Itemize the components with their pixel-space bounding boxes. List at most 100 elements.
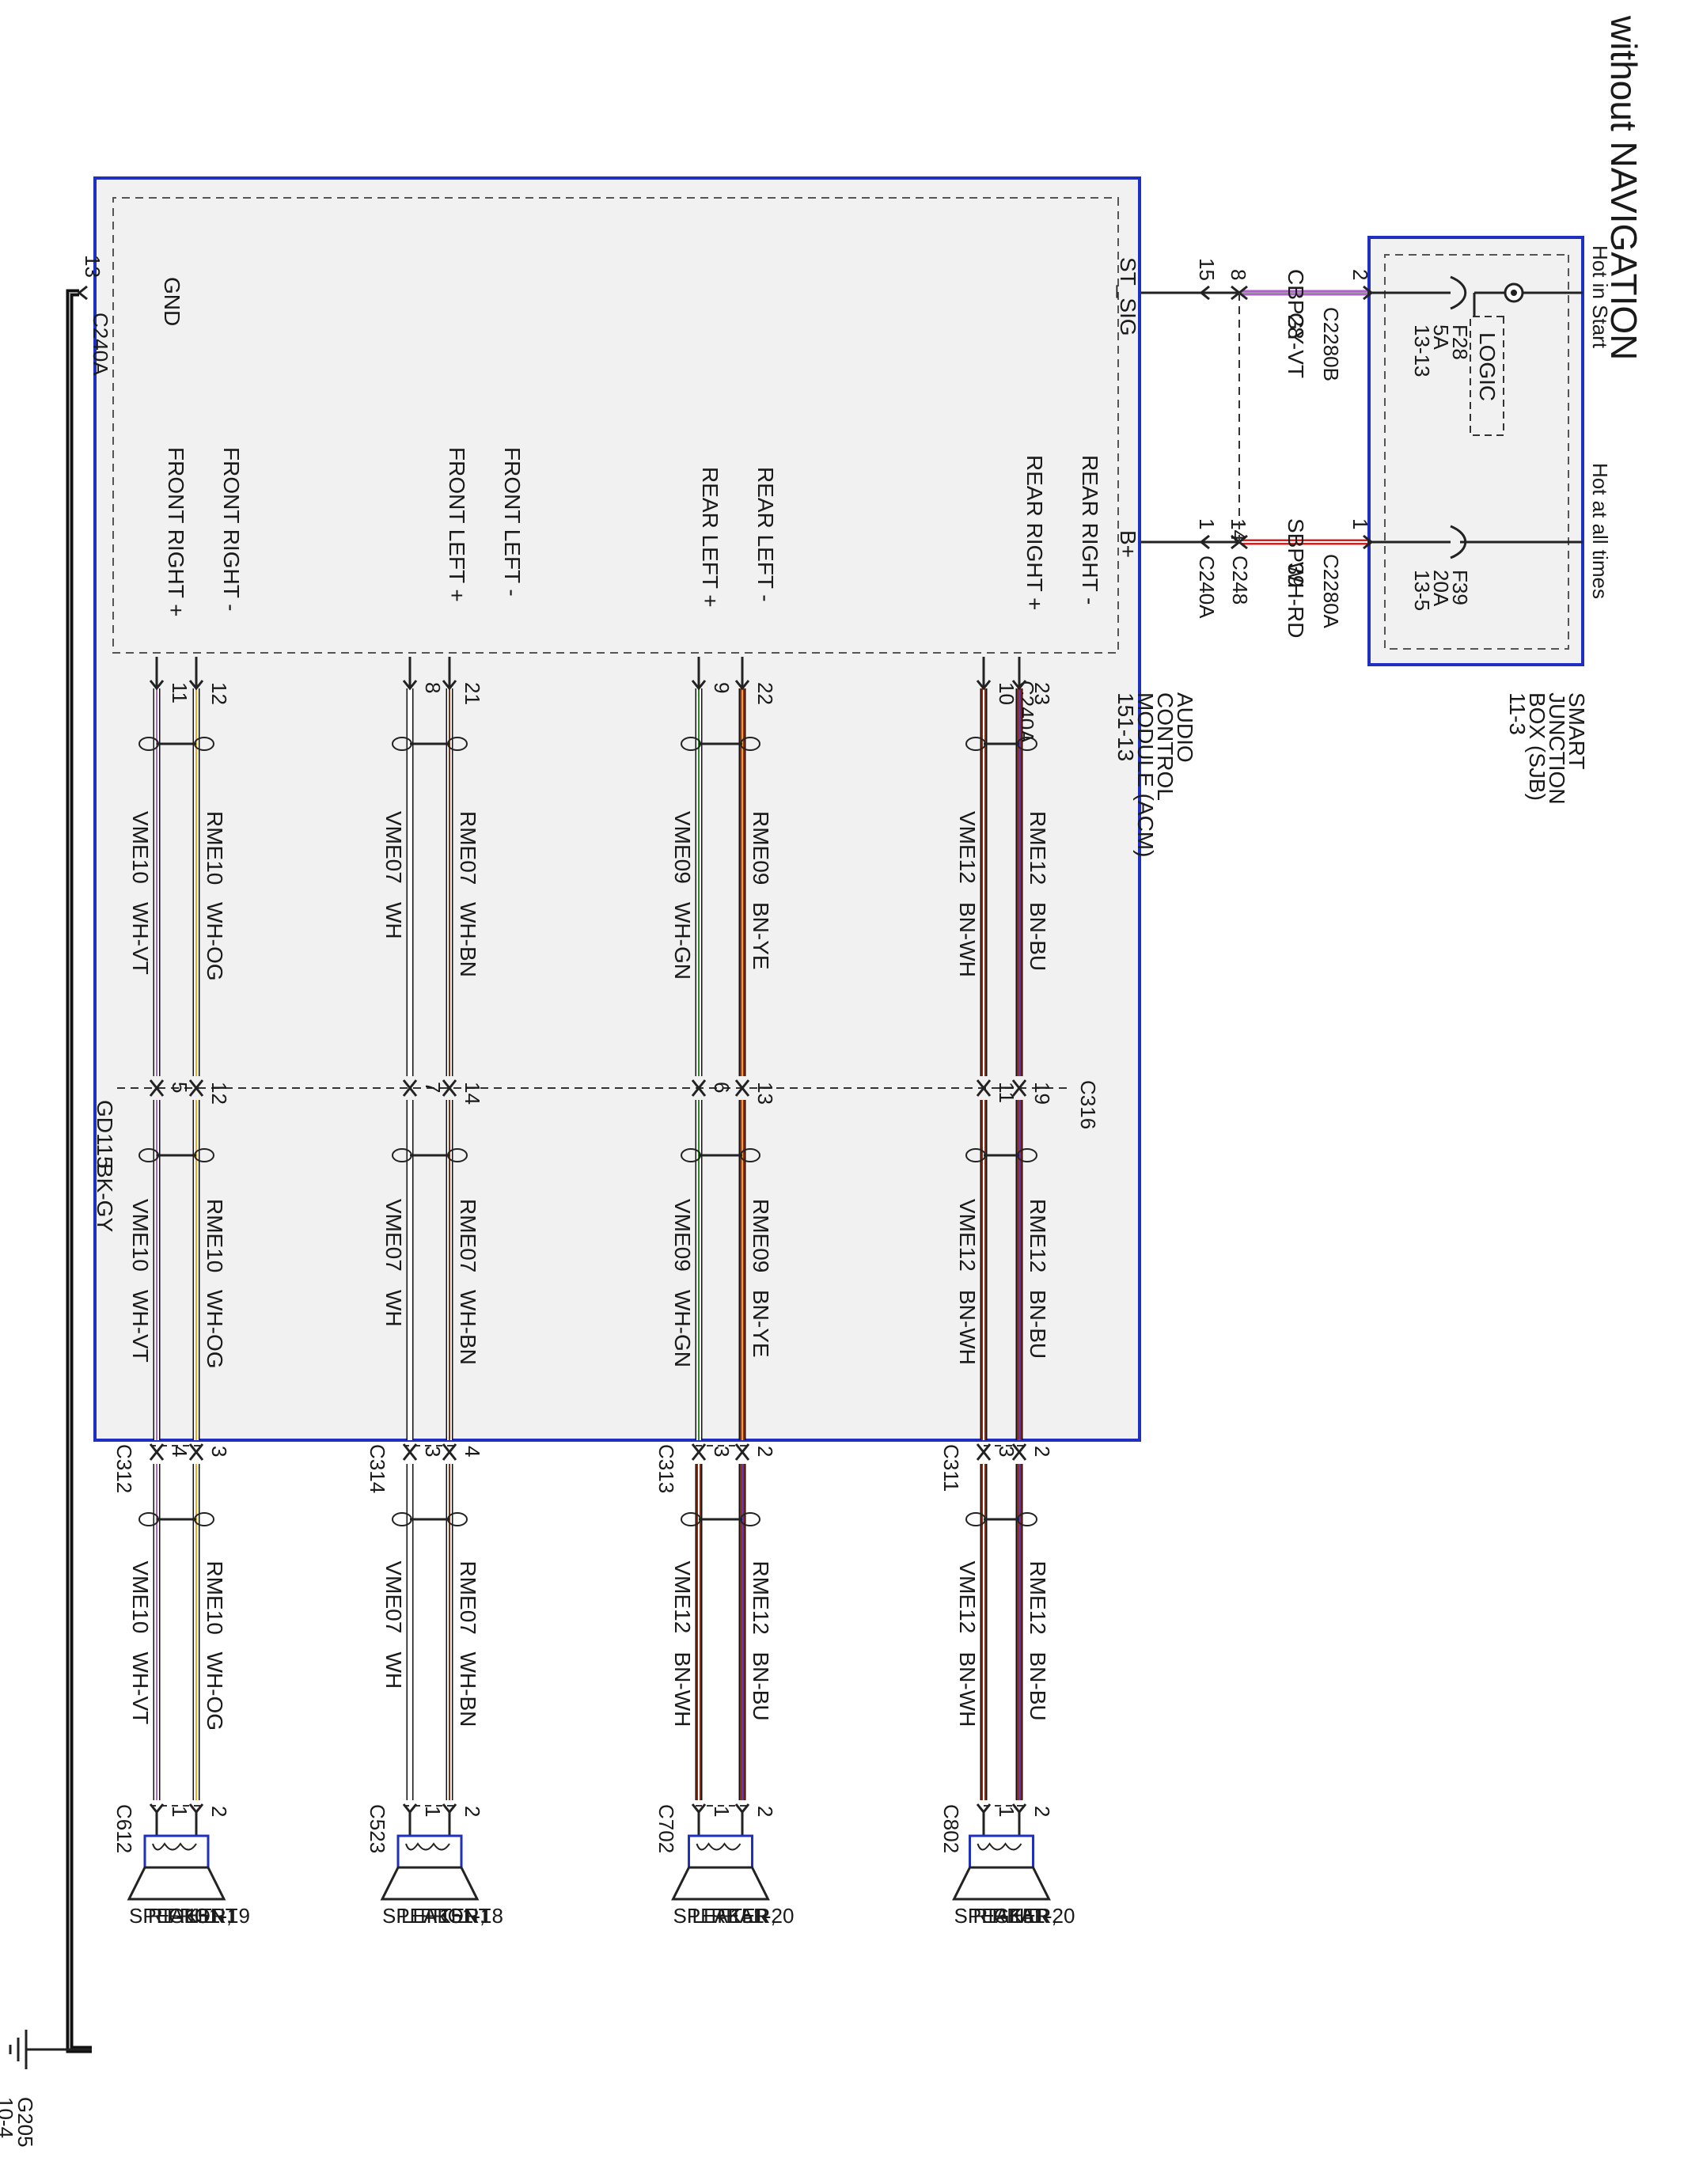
- wire-circuit-label: VME12: [955, 811, 980, 884]
- wire-color-label: WH-OG: [203, 1652, 227, 1731]
- mid-connector-pin-icon: [149, 1450, 165, 1461]
- wire-circuit-label: VME09: [670, 811, 695, 884]
- acm-pin-label: FRONT LEFT +: [445, 447, 469, 602]
- speaker-cone-icon: [671, 1866, 770, 1901]
- wire-circuit-label: RME12: [1026, 811, 1050, 885]
- wire-circuit-label: VME10: [128, 1199, 153, 1272]
- c240a-pin-number: 11: [168, 682, 192, 703]
- speaker-pin-number: 2: [207, 1806, 231, 1817]
- speaker-pin-icon: [1011, 1803, 1027, 1814]
- speaker-group: RME09BN-YERME09BN-YERME12BN-BU221322VME0…: [654, 657, 794, 1928]
- speaker-name-line: FRONT: [420, 1904, 491, 1928]
- mid-connector-pin-number: 3: [995, 1446, 1018, 1457]
- speaker-pin-icon: [402, 1803, 418, 1814]
- wire-color-label: BN-WH: [955, 902, 980, 977]
- acm-pin13-icon: [77, 285, 88, 301]
- speaker-connector-label: C612: [112, 1804, 136, 1853]
- gnd-pin: 13: [81, 255, 104, 278]
- speaker-circuits: C316RME12BN-BURME12BN-BURME12BN-BU231922…: [112, 657, 1100, 1928]
- acm-pin-label: FRONT LEFT -: [500, 447, 525, 597]
- c316-pin-number: 14: [461, 1082, 484, 1105]
- speaker-pin-icon: [188, 1803, 204, 1814]
- wire-circuit-label: RME12: [749, 1561, 773, 1635]
- speaker-pin-number: 1: [995, 1806, 1018, 1817]
- speaker-group: RME10WH-OGRME10WH-OGRME10WH-OG121232VME1…: [112, 657, 250, 1928]
- speaker-pin-icon: [149, 1803, 165, 1814]
- c316-pin-number: 19: [1030, 1082, 1054, 1105]
- speaker-connector-label: C702: [654, 1804, 678, 1853]
- sjb-hot-start-label: Hot in Start: [1588, 245, 1612, 349]
- wire-color-label: WH: [381, 1290, 406, 1327]
- logic-box: [1470, 316, 1504, 436]
- c240a-pin-icon: [442, 680, 457, 691]
- mid-connector-pin-number: 4: [168, 1446, 192, 1457]
- speaker-pin-icon: [976, 1803, 992, 1814]
- speaker-coil-icon: [977, 1842, 1022, 1851]
- st-circuit: CBP28: [1284, 269, 1308, 339]
- acm-pin-label: REAR RIGHT -: [1078, 455, 1102, 605]
- hot-in-start-contact-dot: [1511, 290, 1517, 296]
- mid-connector-label: C314: [366, 1444, 389, 1493]
- speaker-pin-number: 2: [753, 1806, 777, 1817]
- wire-color-label: BN-WH: [670, 1652, 695, 1727]
- wire-circuit-label: RME07: [456, 811, 480, 885]
- mid-connector-pin-number: 2: [753, 1446, 777, 1457]
- bplus-circuit: 1 C2280A SBP39 WH-RD 14 1 C248 C240A: [1140, 518, 1451, 638]
- wire-color-label: WH: [381, 1652, 406, 1689]
- speaker-pin-number: 1: [710, 1806, 734, 1817]
- c316-pin-icon: [442, 1086, 457, 1097]
- wire-circuit-label: VME07: [381, 811, 406, 884]
- c240a-pin-icon: [402, 680, 418, 691]
- ground-color-label: BK-GY: [93, 1163, 117, 1232]
- st-color: GY-VT: [1284, 313, 1308, 378]
- fuse-f28-label-line: 5A: [1429, 324, 1453, 350]
- c316-pin-icon: [691, 1086, 707, 1097]
- mid-connector-pin-icon: [188, 1450, 204, 1461]
- mid-connector-pin-number: 3: [421, 1446, 445, 1457]
- fuse-f28-icon: [1450, 275, 1467, 310]
- speaker-connector-label: C523: [366, 1804, 389, 1853]
- speaker-coil-icon: [696, 1842, 741, 1851]
- c316-pin-icon: [188, 1086, 204, 1097]
- speaker-name-line: RIGHT: [973, 1904, 1037, 1928]
- wire-circuit-label: RME07: [456, 1199, 480, 1272]
- wire-color-label: WH-VT: [128, 1652, 153, 1725]
- speaker-name-line: LEFT: [401, 1904, 452, 1928]
- mid-connector-pin-number: 3: [710, 1446, 734, 1457]
- ground-wire: [66, 289, 92, 2053]
- acm-name-line: CONTROL: [1153, 692, 1178, 801]
- mid-connector-label: C312: [112, 1444, 136, 1493]
- c316-pin-icon: [734, 1086, 750, 1097]
- mid-connector-pin-number: 2: [1030, 1446, 1054, 1457]
- c240a-pin-icon: [1011, 680, 1027, 691]
- speaker-cone-icon: [380, 1866, 480, 1901]
- c240a-pin-icon: [149, 680, 165, 691]
- wire-circuit-label: RME09: [749, 1199, 773, 1272]
- c2280b-pin-icon: [1363, 285, 1374, 301]
- acm-inner-dashed: [112, 197, 1119, 654]
- wire-color-label: BN-YE: [749, 1290, 773, 1358]
- speaker-pin-number: 2: [1030, 1806, 1054, 1817]
- wire-color-label: BN-WH: [955, 1652, 980, 1727]
- wire-circuit-label: VME12: [955, 1561, 980, 1634]
- speaker-coil-icon: [405, 1842, 450, 1851]
- fuse-f39-label-line: 20A: [1429, 570, 1453, 607]
- wire-color-label: BN-BU: [1026, 1652, 1050, 1721]
- acm-pin1-icon: [1199, 534, 1210, 550]
- c316-pin-number: 13: [753, 1082, 777, 1105]
- wire-circuit-label: RME10: [203, 1199, 227, 1272]
- wire-color-label: WH-GN: [670, 1290, 695, 1367]
- speaker-coil-box-icon: [396, 1834, 463, 1869]
- c240a-pin-icon: [976, 680, 992, 691]
- acm-pin-label: FRONT RIGHT -: [219, 447, 244, 611]
- sjb-name-line: BOX (SJB): [1525, 692, 1549, 801]
- fuse-f39-label: F39 20A 13-5: [1410, 570, 1472, 611]
- wire-circuit-label: RME12: [1026, 1561, 1050, 1635]
- b-pin-sjb: 1: [1348, 518, 1372, 529]
- mid-connector-pin-number: 3: [207, 1446, 231, 1457]
- c316-pin-number: 12: [207, 1082, 231, 1105]
- acm-name-line: 151-13: [1113, 692, 1138, 761]
- b-circuit: SBP39: [1284, 518, 1308, 587]
- wire-color-label: WH-BN: [456, 902, 480, 977]
- c316-pin-icon: [402, 1086, 418, 1097]
